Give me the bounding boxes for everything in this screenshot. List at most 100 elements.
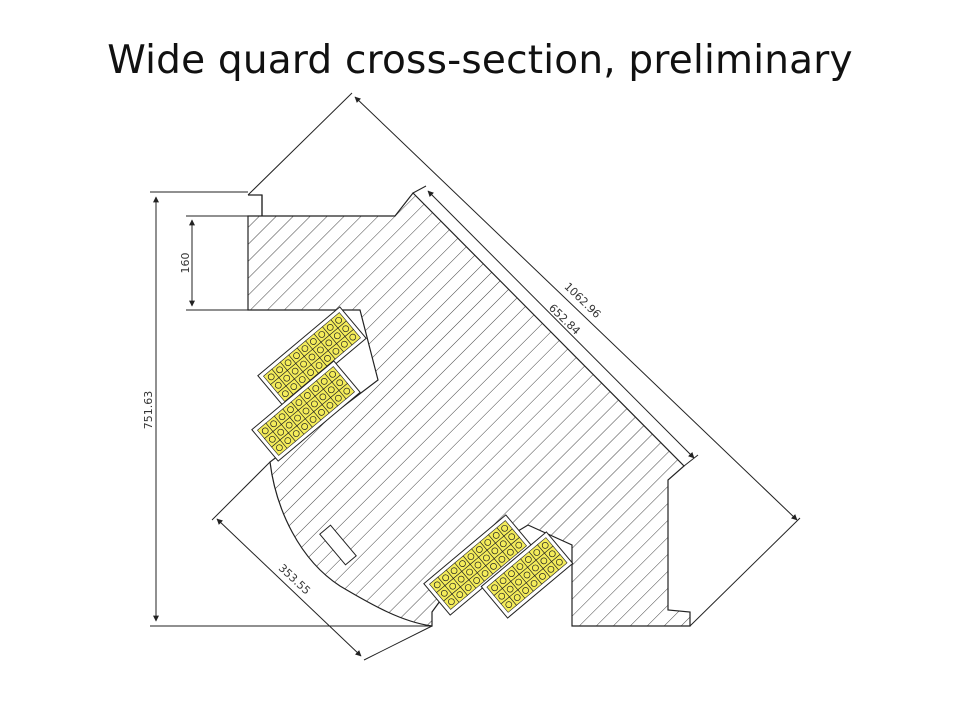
cell-circle <box>516 563 524 570</box>
cell-circle <box>539 573 546 580</box>
cell-circle <box>448 598 455 606</box>
cell <box>338 382 355 400</box>
cell-circle <box>540 557 548 565</box>
cell-circle <box>307 369 314 376</box>
cell-circle <box>476 546 483 553</box>
cell-circle <box>481 570 489 577</box>
cell-circle <box>298 376 306 383</box>
cell <box>551 554 568 571</box>
cell-circle <box>498 592 506 600</box>
cell-circle <box>287 406 294 413</box>
cell-circle <box>484 539 492 546</box>
cell-module-upper-a <box>257 306 367 408</box>
slide-title: Wide quard cross-section, preliminary <box>107 38 853 83</box>
cell-circle <box>491 584 498 592</box>
cell-circle <box>464 584 472 591</box>
cell-circle <box>295 399 303 406</box>
cell-circle <box>342 325 350 333</box>
cell-circle <box>301 345 309 352</box>
top-step-outline <box>248 194 263 216</box>
cell-circle <box>294 414 301 422</box>
cell <box>344 328 361 346</box>
cell-circle <box>268 435 276 443</box>
cell-circle <box>507 548 514 556</box>
cell-circle <box>532 564 539 572</box>
cell-circle <box>498 555 506 563</box>
cell-circle <box>556 558 563 566</box>
cell-circle <box>304 392 311 399</box>
cell-circle <box>508 533 516 541</box>
cell-circle <box>309 416 317 423</box>
cell-circle <box>523 571 531 579</box>
cell-circle <box>283 374 291 382</box>
cell-circle <box>456 591 464 598</box>
cell-circle <box>541 542 549 549</box>
cell-circle <box>320 378 328 385</box>
cell-circle <box>301 423 308 430</box>
cell-circle <box>261 427 269 435</box>
cell-circle <box>324 355 331 362</box>
cell-circle <box>506 585 514 593</box>
cell-circle <box>442 574 449 582</box>
cell-circle <box>315 362 323 369</box>
cell-circle <box>467 553 475 560</box>
cell-circle <box>515 541 523 549</box>
cell-circle <box>308 353 316 361</box>
cell-circle <box>548 550 556 558</box>
cell-circle <box>267 373 275 381</box>
cell-circle <box>284 359 292 367</box>
cell-circle <box>276 366 283 374</box>
cell-circle <box>490 563 497 570</box>
cell-circle <box>326 401 334 409</box>
cell-circle <box>343 387 351 395</box>
cell-circle <box>291 367 299 375</box>
cell-circle <box>270 420 277 428</box>
label-notch-height: 160 <box>179 253 192 274</box>
cell-circle <box>492 532 500 539</box>
cell-circle <box>499 540 507 548</box>
cell-circle <box>276 444 283 452</box>
cell-circle <box>433 581 441 589</box>
cell-circle <box>310 338 317 345</box>
cell-circle <box>473 577 480 584</box>
cell-circle <box>277 428 285 436</box>
cell-circle <box>278 413 286 421</box>
cell-circle <box>290 383 298 390</box>
cell-module-upper-b <box>251 360 361 462</box>
cell-circle <box>513 594 521 601</box>
cell-circle <box>341 340 348 348</box>
cell-circle <box>508 570 515 577</box>
cell-circle <box>522 587 529 594</box>
cell-circle <box>483 554 490 562</box>
cell-circle <box>318 331 326 338</box>
cell-circle <box>457 575 465 583</box>
cell-circle <box>440 589 448 597</box>
cell-circle <box>525 556 532 563</box>
cell-circle <box>300 360 307 368</box>
cell-module-lower-b <box>480 531 574 619</box>
cell-circle <box>317 346 324 354</box>
cell-circle <box>282 390 289 398</box>
cell-circle <box>336 379 344 387</box>
cell-circle <box>499 577 507 585</box>
cell-circle <box>530 580 538 587</box>
cell-circle <box>335 316 342 324</box>
cell-circle <box>312 385 320 392</box>
cell-circle <box>319 393 327 401</box>
cell-circle <box>284 437 292 444</box>
label-total-height: 751.63 <box>142 391 155 430</box>
cell <box>510 536 527 554</box>
cell-circle <box>459 560 466 567</box>
cell-circle <box>326 324 334 331</box>
cell-circle <box>335 394 342 402</box>
cell-circle <box>329 370 336 378</box>
cell-circle <box>547 565 555 573</box>
cell-circle <box>491 547 499 555</box>
cell-circle <box>533 549 541 556</box>
cell-circle <box>292 430 300 437</box>
cell-circle <box>466 568 473 576</box>
cell-circle <box>325 339 333 347</box>
cell-circle <box>332 347 340 355</box>
dimension-notch-height: 160 <box>179 215 248 311</box>
cell-module-lower-a <box>423 514 533 616</box>
